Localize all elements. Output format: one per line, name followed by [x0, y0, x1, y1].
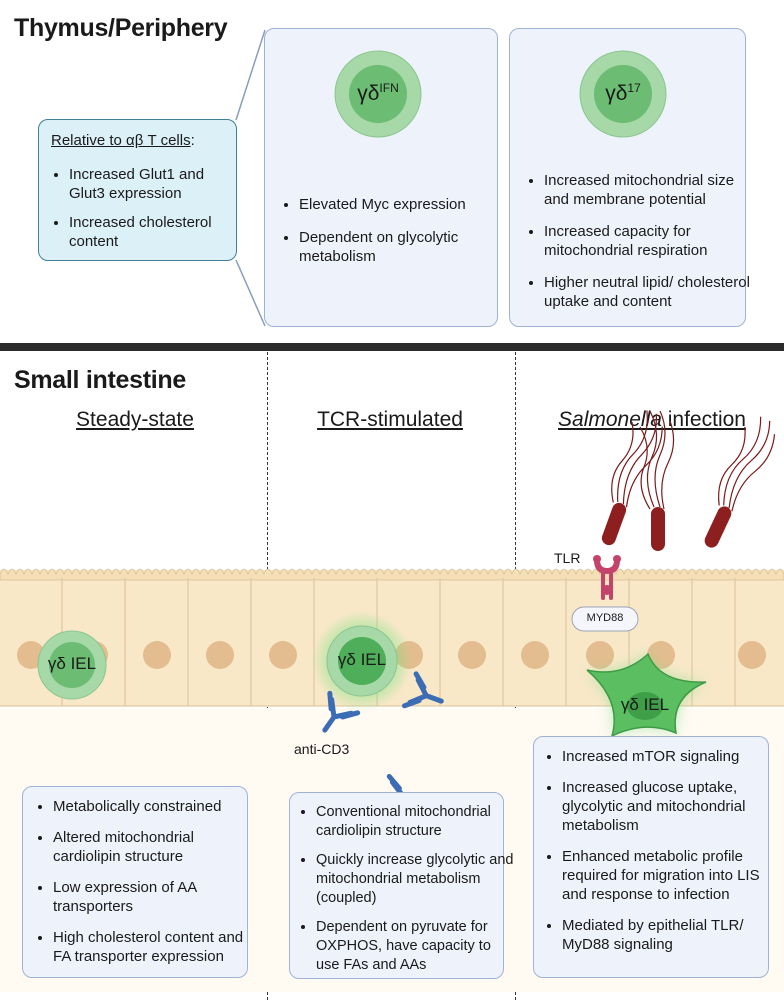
- list-item: Enhanced metabolic profile required for …: [562, 847, 777, 904]
- list-item: Elevated Myc expression: [299, 195, 504, 214]
- gd-17-panel: γδ17 Increased mitochondrial size and me…: [509, 28, 750, 327]
- steady-iel-label: γδ IEL: [47, 654, 97, 673]
- callout-connector: [235, 29, 266, 327]
- steady-state-list: Metabolically constrained Altered mitoch…: [31, 797, 258, 976]
- salmonella-bacteria: [601, 410, 776, 551]
- tcr-iel-label: γδ IEL: [337, 650, 387, 669]
- list-item: Increased Glut1 and Glut3 expression: [69, 165, 244, 203]
- tlr-receptor: [593, 555, 621, 600]
- gd-ifn-list: Elevated Myc expression Dependent on gly…: [277, 195, 504, 276]
- list-item: High cholesterol content and FA transpor…: [53, 928, 258, 966]
- gd-17-superscript: 17: [627, 81, 641, 95]
- gd-ifn-prefix: γδ: [357, 82, 380, 105]
- alpha-beta-header-colon: :: [190, 132, 195, 149]
- gd-17-cell-icon: [579, 50, 667, 138]
- salmonella-italic: Salmonella: [558, 408, 662, 431]
- tcr-stimulated-list: Conventional mitochondrial cardiolipin s…: [294, 803, 518, 985]
- alpha-beta-box-header: Relative to αβ T cells:: [51, 132, 195, 149]
- list-item: Quickly increase glycolytic and mitochon…: [316, 851, 518, 908]
- heading-steady-state: Steady-state: [76, 408, 194, 431]
- list-item: Increased mitochondrial size and membran…: [544, 171, 759, 209]
- list-item: Low expression of AA transporters: [53, 878, 258, 916]
- section-divider: [0, 343, 784, 351]
- tcr-stimulated-box: Conventional mitochondrial cardiolipin s…: [289, 792, 513, 979]
- gd-ifn-cell-icon: [334, 50, 422, 138]
- salmonella-activated-iel-cell: [586, 652, 707, 738]
- alpha-beta-comparison-box: Relative to αβ T cells: Increased Glut1 …: [38, 119, 237, 261]
- anti-cd3-label: anti-CD3: [294, 741, 350, 757]
- salmonella-infection-list: Increased mTOR signaling Increased gluco…: [540, 747, 777, 964]
- list-item: Mediated by epithelial TLR/ MyD88 signal…: [562, 916, 777, 954]
- list-item: Higher neutral lipid/ cholesterol uptake…: [544, 273, 759, 311]
- list-item: Altered mitochondrial cardiolipin struct…: [53, 828, 258, 866]
- myd88-label: MYD88: [586, 612, 624, 624]
- gd-ifn-cell-label: γδIFN: [333, 81, 423, 106]
- list-item: Increased mTOR signaling: [562, 747, 777, 766]
- list-item: Increased capacity for mitochondrial res…: [544, 222, 759, 260]
- list-item: Dependent on pyruvate for OXPHOS, have c…: [316, 918, 518, 975]
- tcr-stimulated-iel-cell: [312, 611, 412, 711]
- list-item: Conventional mitochondrial cardiolipin s…: [316, 803, 518, 841]
- list-item: Metabolically constrained: [53, 797, 258, 816]
- alpha-beta-header-text: Relative to αβ T cells: [51, 132, 191, 149]
- heading-salmonella-infection: Salmonella infection: [520, 408, 784, 432]
- gd-17-prefix: γδ: [605, 82, 628, 105]
- gd-17-cell-label: γδ17: [578, 81, 668, 106]
- intestine-section-title: Small intestine: [14, 366, 186, 394]
- steady-state-box: Metabolically constrained Altered mitoch…: [22, 786, 248, 978]
- gd-ifn-panel: γδIFN Elevated Myc expression Dependent …: [264, 28, 498, 327]
- tlr-label: TLR: [554, 550, 581, 566]
- list-item: Increased glucose uptake, glycolytic and…: [562, 778, 777, 835]
- steady-state-iel-cell: [37, 630, 107, 700]
- gd-ifn-superscript: IFN: [379, 81, 399, 95]
- heading-tcr-stimulated: TCR-stimulated: [317, 408, 463, 431]
- salmonella-infection-box: Increased mTOR signaling Increased gluco…: [533, 736, 769, 978]
- myd88-adaptor: [571, 606, 639, 632]
- thymus-section-title: Thymus/Periphery: [14, 14, 228, 42]
- salmonella-iel-label: γδ IEL: [620, 695, 670, 714]
- list-item: Dependent on glycolytic metabolism: [299, 228, 504, 266]
- alpha-beta-list: Increased Glut1 and Glut3 expression Inc…: [47, 165, 244, 261]
- salmonella-heading-rest: infection: [661, 408, 746, 431]
- gd-17-list: Increased mitochondrial size and membran…: [522, 171, 759, 321]
- list-item: Increased cholesterol content: [69, 213, 244, 251]
